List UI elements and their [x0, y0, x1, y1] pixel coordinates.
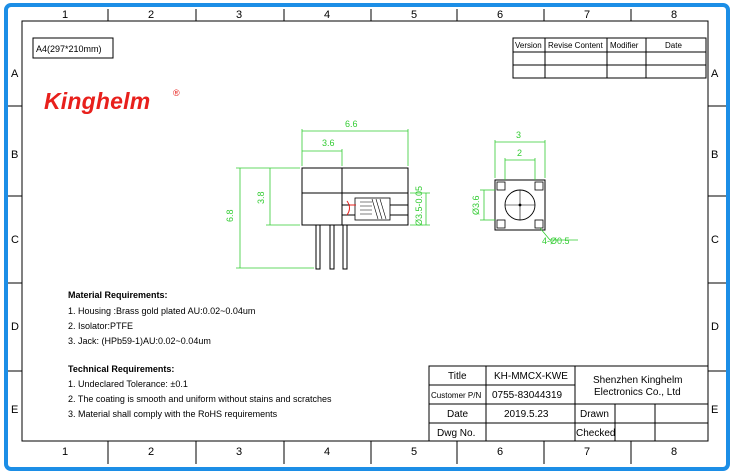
zone-row-b: B — [11, 149, 18, 161]
dim-footprint-diameter: Ø3.6 — [471, 195, 481, 215]
material-item-1: 1. Housing :Brass gold plated AU:0.02~0.… — [68, 306, 256, 316]
zone-row-b-right: B — [711, 149, 718, 161]
technical-item-2: 2. The coating is smooth and uniform wit… — [68, 394, 332, 404]
dim-pin-holes: 4-Ø0.5 — [542, 236, 570, 246]
zone-col-1: 1 — [62, 9, 68, 21]
company-line2: Electronics Co., Ltd — [594, 387, 681, 398]
paper-size-box — [32, 37, 114, 59]
dim-overall-length: 6.6 — [345, 119, 358, 129]
zone-col-4: 4 — [324, 9, 330, 21]
bottom-zone-ticks — [107, 441, 632, 464]
zone-row-c-right: C — [711, 234, 719, 246]
side-dimensions — [236, 129, 430, 269]
checked-label: Checked — [576, 428, 615, 439]
technical-item-3: 3. Material shall comply with the RoHS r… — [68, 409, 278, 419]
zone-col-6: 6 — [497, 9, 503, 21]
dim-jack-diameter: Ø3.5-0.05 — [414, 186, 424, 226]
drawn-label: Drawn — [580, 409, 609, 420]
dim-body-length: 3.6 — [322, 138, 335, 148]
rev-header-version: Version — [515, 41, 542, 50]
zone-col-7: 7 — [584, 9, 590, 21]
top-zone-ticks — [107, 9, 632, 21]
technical-heading: Technical Requirements: — [68, 364, 175, 374]
title-value: KH-MMCX-KWE — [494, 371, 568, 382]
zone-col-3: 3 — [236, 9, 242, 21]
zone-col-2-bottom: 2 — [148, 446, 154, 458]
rev-header-date: Date — [665, 41, 682, 50]
zone-row-d: D — [11, 321, 19, 333]
title-block-grid — [428, 365, 709, 442]
zone-col-5: 5 — [411, 9, 417, 21]
revision-table: Version Revise Content Modifier Date — [512, 37, 707, 79]
zone-col-4-bottom: 4 — [324, 446, 330, 458]
customer-label: Customer P/N — [431, 391, 481, 400]
dim-footprint-inner: 2 — [517, 148, 522, 158]
date-value: 2019.5.23 — [504, 409, 549, 420]
brand-logo: Kinghelm — [44, 88, 151, 114]
zone-col-7-bottom: 7 — [584, 446, 590, 458]
zone-col-8-bottom: 8 — [671, 446, 677, 458]
zone-row-a: A — [11, 68, 19, 80]
side-zone-ticks — [8, 105, 726, 372]
zone-row-d-right: D — [711, 321, 719, 333]
dwg-label: Dwg No. — [437, 428, 475, 439]
company-line1: Shenzhen Kinghelm — [593, 375, 683, 386]
title-label: Title — [448, 371, 467, 382]
date-label: Date — [447, 409, 469, 420]
zone-col-6-bottom: 6 — [497, 446, 503, 458]
top-dimensions — [480, 140, 578, 241]
dim-height-overall: 6.8 — [225, 209, 235, 222]
zone-row-e: E — [11, 404, 18, 416]
dim-height-body: 3.8 — [256, 191, 266, 204]
material-item-2: 2. Isolator:PTFE — [68, 321, 134, 331]
brand-registered-mark: ® — [173, 88, 180, 98]
zone-col-1-bottom: 1 — [62, 446, 68, 458]
zone-col-2: 2 — [148, 9, 154, 21]
material-heading: Material Requirements: — [68, 290, 168, 300]
technical-item-1: 1. Undeclared Tolerance: ±0.1 — [68, 379, 188, 389]
rev-header-modifier: Modifier — [610, 41, 639, 50]
side-view — [301, 167, 409, 270]
zone-row-c: C — [11, 234, 19, 246]
material-item-3: 3. Jack: (HPb59-1)AU:0.02~0.04um — [68, 336, 211, 346]
paper-size-label: A4(297*210mm) — [36, 44, 102, 54]
customer-value: 0755-83044319 — [492, 390, 563, 401]
zone-col-5-bottom: 5 — [411, 446, 417, 458]
dim-footprint-width: 3 — [516, 130, 521, 140]
top-view — [494, 179, 546, 231]
sheet-frame — [4, 3, 730, 471]
zone-row-a-right: A — [711, 68, 719, 80]
rev-header-content: Revise Content — [548, 41, 603, 50]
zone-row-e-right: E — [711, 404, 718, 416]
zone-col-8: 8 — [671, 9, 677, 21]
zone-col-3-bottom: 3 — [236, 446, 242, 458]
